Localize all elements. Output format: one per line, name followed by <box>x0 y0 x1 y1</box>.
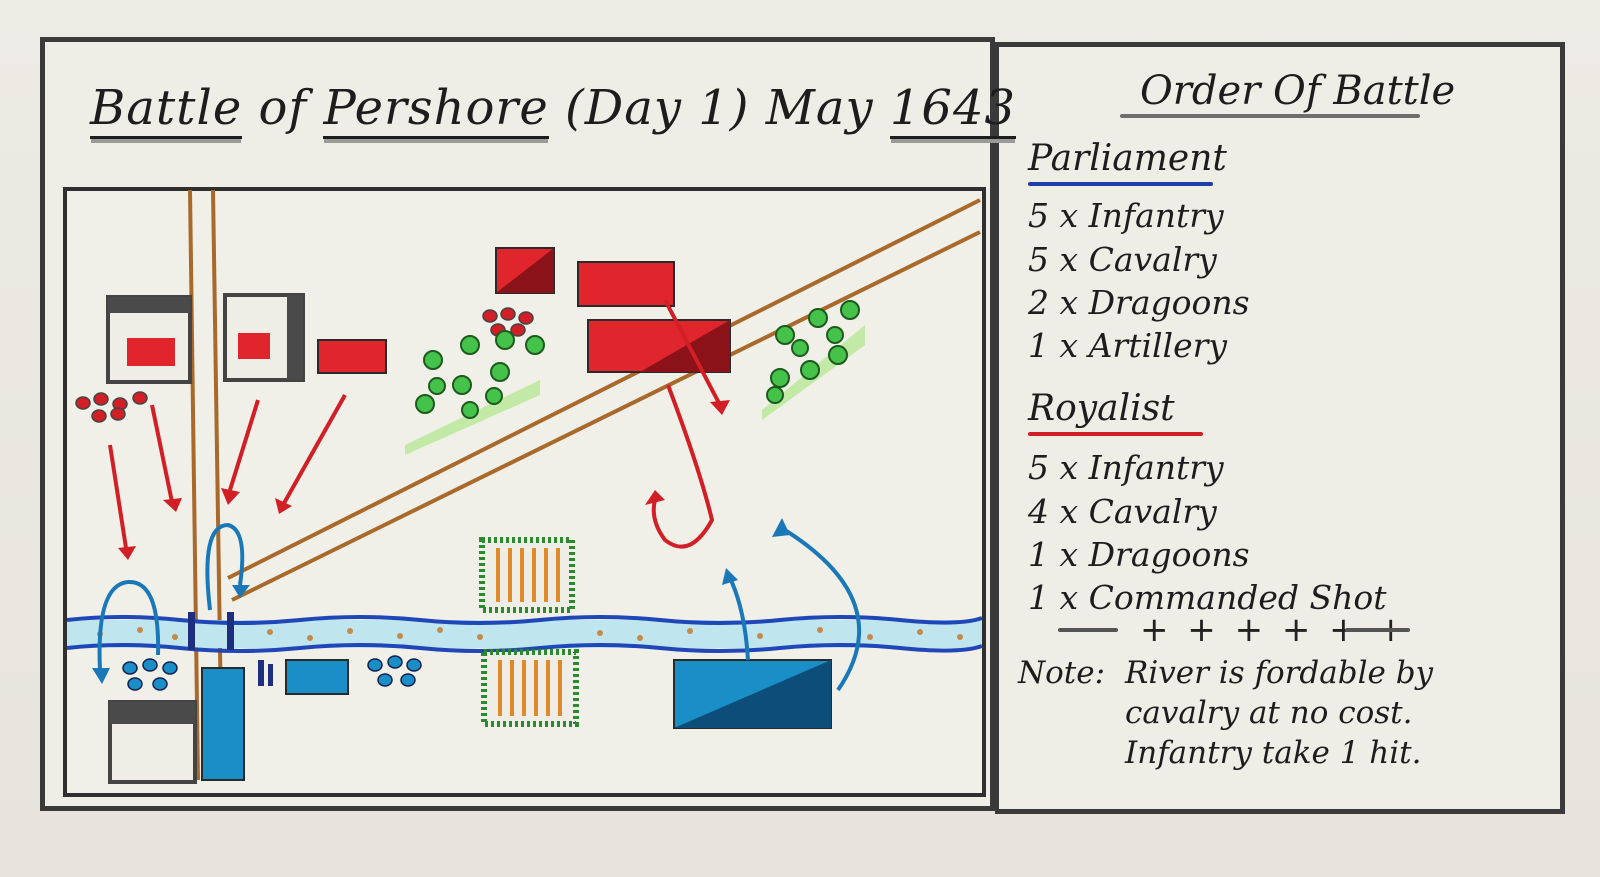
royalist-movement-arrows <box>108 299 722 549</box>
parliament-arrow-3 <box>728 577 750 661</box>
road-diagonal-upper <box>227 198 981 580</box>
title-word-battle: Battle <box>90 80 243 139</box>
parliament-shot-dots <box>122 655 422 691</box>
parliament-arrow-1 <box>97 579 161 671</box>
note-label: Note: <box>1018 655 1106 691</box>
parliament-unit-3: 2 x Dragoons <box>1028 283 1250 322</box>
royalist-heading: Royalist <box>1028 388 1175 429</box>
woods-east <box>762 300 865 420</box>
river-ford-dots <box>97 627 963 641</box>
map-title: Battle of Pershore (Day 1) May 1643 <box>90 80 1017 139</box>
parliament-infantry-road <box>201 667 245 781</box>
separator-bar-left <box>1058 628 1118 632</box>
parliament-unit-1: 5 x Infantry <box>1028 196 1224 235</box>
order-of-battle-underline <box>1120 114 1420 118</box>
parliament-cavalry-hatch <box>674 660 831 728</box>
parliament-infantry-2 <box>285 659 349 695</box>
town-south <box>108 700 197 784</box>
parliament-unit-2: 5 x Cavalry <box>1028 240 1217 279</box>
road-diagonal-lower <box>231 230 981 602</box>
parliament-unit-4: 1 x Artillery <box>1028 326 1228 365</box>
royalist-unit-3: 1 x Dragoons <box>1028 535 1250 574</box>
order-of-battle-title: Order Of Battle <box>1140 68 1456 114</box>
river <box>66 615 983 653</box>
note-line-2: cavalry at no cost. <box>1125 695 1413 731</box>
separator-bar-right <box>1345 628 1410 632</box>
royalist-unit-1: 5 x Infantry <box>1028 448 1224 487</box>
order-of-battle-panel <box>995 42 1565 814</box>
royalist-shot-dots <box>75 307 534 423</box>
town-northwest-1 <box>106 295 192 384</box>
title-word-may: May <box>765 80 874 136</box>
road-north-south-left <box>188 189 200 781</box>
field-south-of-river <box>481 649 579 727</box>
royalist-unit-2: 4 x Cavalry <box>1028 492 1217 531</box>
road-network <box>188 189 981 781</box>
title-word-pershore: Pershore <box>323 80 549 139</box>
parliament-heading: Parliament <box>1028 138 1227 179</box>
royalist-infantry-2 <box>577 261 675 307</box>
royalist-arrowheads <box>118 400 730 560</box>
parliament-underline <box>1028 182 1213 186</box>
parliament-arrow-4 <box>778 525 862 692</box>
royalist-cavalry-hatch <box>496 248 554 293</box>
royalist-arrow-4 <box>281 394 347 506</box>
royalist-arrow-2 <box>150 404 174 503</box>
royalist-underline <box>1028 432 1203 436</box>
note-line-3: Infantry take 1 hit. <box>1125 735 1422 771</box>
town-northwest-2 <box>223 293 305 382</box>
royalist-arrow-3 <box>228 399 260 491</box>
parliament-dragoons <box>188 612 273 686</box>
parliament-arrowheads <box>92 518 790 684</box>
title-word-of: of <box>258 80 308 136</box>
royalist-infantry-hatch <box>640 320 730 372</box>
field-north-of-river <box>479 537 575 613</box>
river-bank-north <box>66 615 983 625</box>
woods-centre <box>405 330 545 455</box>
royalist-arrow-6 <box>651 384 715 549</box>
parliament-arrow-2 <box>205 522 245 611</box>
royalist-infantry-1 <box>317 339 387 374</box>
note-line-1: River is fordable by <box>1125 655 1434 691</box>
title-word-day: (Day 1) <box>565 80 750 136</box>
river-bank-south <box>66 643 983 653</box>
royalist-arrow-1 <box>108 444 128 549</box>
royalist-unit-4: 1 x Commanded Shot <box>1028 578 1387 617</box>
parliament-movement-arrows <box>97 522 862 692</box>
title-word-year: 1643 <box>889 80 1017 139</box>
royalist-arrow-5 <box>663 299 722 406</box>
royalist-units <box>317 247 731 374</box>
